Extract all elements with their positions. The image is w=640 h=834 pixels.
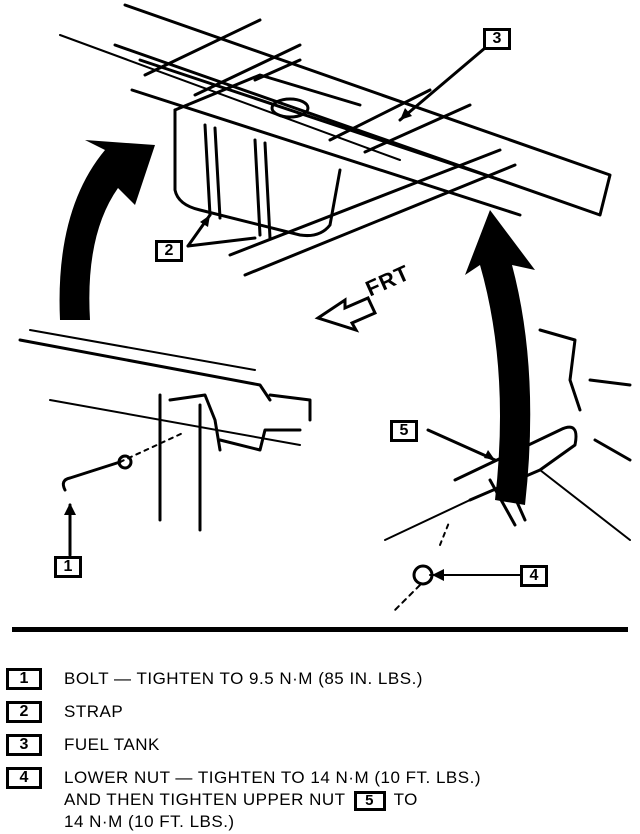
legend-text-multiline: LOWER NUT — TIGHTEN TO 14 N·m (10 FT. LB… <box>64 767 481 833</box>
legend: 1 BOLT — TIGHTEN TO 9.5 N·m (85 IN. LBS.… <box>6 668 626 833</box>
frame-rail-lower <box>228 148 502 257</box>
legend-line-2: AND THEN TIGHTEN UPPER NUT 5 TO <box>64 789 481 811</box>
lift-arrow-left <box>59 140 155 320</box>
legend-number: 2 <box>6 701 42 723</box>
frame-rail-inner <box>138 58 502 182</box>
callout-5: 5 <box>390 420 418 442</box>
fuel-tank-installation-diagram: 3 2 5 1 4 FRT <box>18 3 632 611</box>
lift-arrow-right <box>465 210 535 505</box>
section-divider <box>12 627 628 632</box>
legend-item-2: 2 STRAP <box>6 701 626 734</box>
callout-3: 3 <box>483 28 511 50</box>
fuel-tank-outline <box>173 108 342 237</box>
diagram-drawing <box>18 3 632 611</box>
legend-number: 4 <box>6 767 42 789</box>
frame-rail-right <box>113 3 612 217</box>
legend-number: 1 <box>6 668 42 690</box>
callout-1: 1 <box>54 556 82 578</box>
callout-2: 2 <box>155 240 183 262</box>
legend-number: 3 <box>6 734 42 756</box>
inline-ref-5: 5 <box>353 790 386 811</box>
right-bracket <box>453 425 578 502</box>
lower-left-frame <box>18 338 272 402</box>
legend-line-1: LOWER NUT — TIGHTEN TO 14 N·m (10 FT. LB… <box>64 768 481 787</box>
legend-text: BOLT — TIGHTEN TO 9.5 N·m (85 IN. LBS.) <box>64 669 423 688</box>
legend-text: FUEL TANK <box>64 735 160 754</box>
legend-item-3: 3 FUEL TANK <box>6 734 626 767</box>
strap-left <box>203 123 212 217</box>
front-direction-arrow <box>314 296 378 333</box>
strap-right <box>253 138 262 237</box>
legend-line-2-post: TO <box>393 790 418 809</box>
legend-item-4: 4 LOWER NUT — TIGHTEN TO 14 N·m (10 FT. … <box>6 767 626 833</box>
bolt-1-shape <box>61 460 122 492</box>
legend-line-2-pre: AND THEN TIGHTEN UPPER NUT <box>64 790 346 809</box>
callout-4: 4 <box>520 565 548 587</box>
leader-5 <box>426 428 497 462</box>
legend-text: STRAP <box>64 702 124 721</box>
legend-item-1: 1 BOLT — TIGHTEN TO 9.5 N·m (85 IN. LBS.… <box>6 668 626 701</box>
leader-2b <box>186 236 257 248</box>
leader-3 <box>398 46 487 122</box>
legend-line-3: 14 N·m (10 FT. LBS.) <box>64 812 235 831</box>
